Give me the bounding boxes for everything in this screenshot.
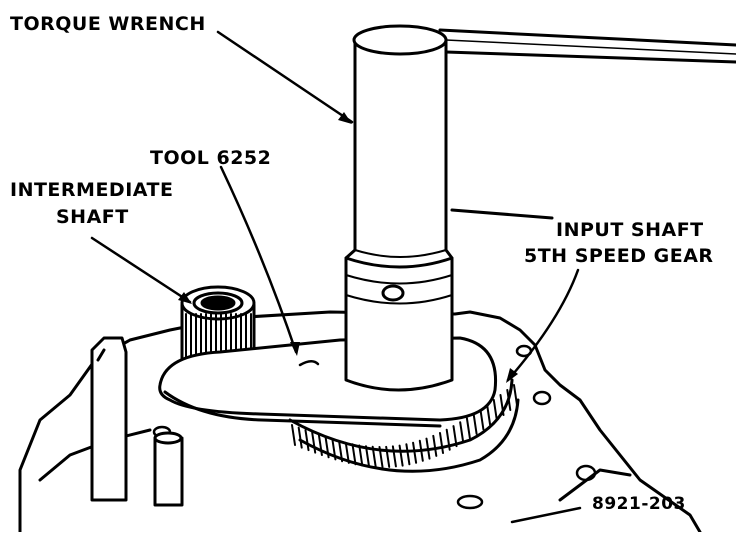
input-shaft-label-line2: 5TH SPEED GEAR [524,245,714,267]
intermediate-shaft-label-line2: SHAFT [56,206,129,228]
tool-label: TOOL 6252 [150,147,272,169]
figure-number: 8921-203 [592,494,686,514]
leader-arrowheads [178,112,518,383]
torque-wrench-handle [438,28,736,220]
torque-wrench-socket [344,24,454,392]
torque-wrench-label: TORQUE WRENCH [10,13,206,35]
shift-rail-pins [90,336,184,507]
leader-lines [90,30,582,524]
fifth-speed-gear [288,378,520,473]
transmission-case [18,310,702,534]
intermediate-shaft-label-line1: INTERMEDIATE [10,179,174,201]
input-shaft-label-line1: INPUT SHAFT [556,219,704,241]
case-bolt-holes [152,344,597,510]
